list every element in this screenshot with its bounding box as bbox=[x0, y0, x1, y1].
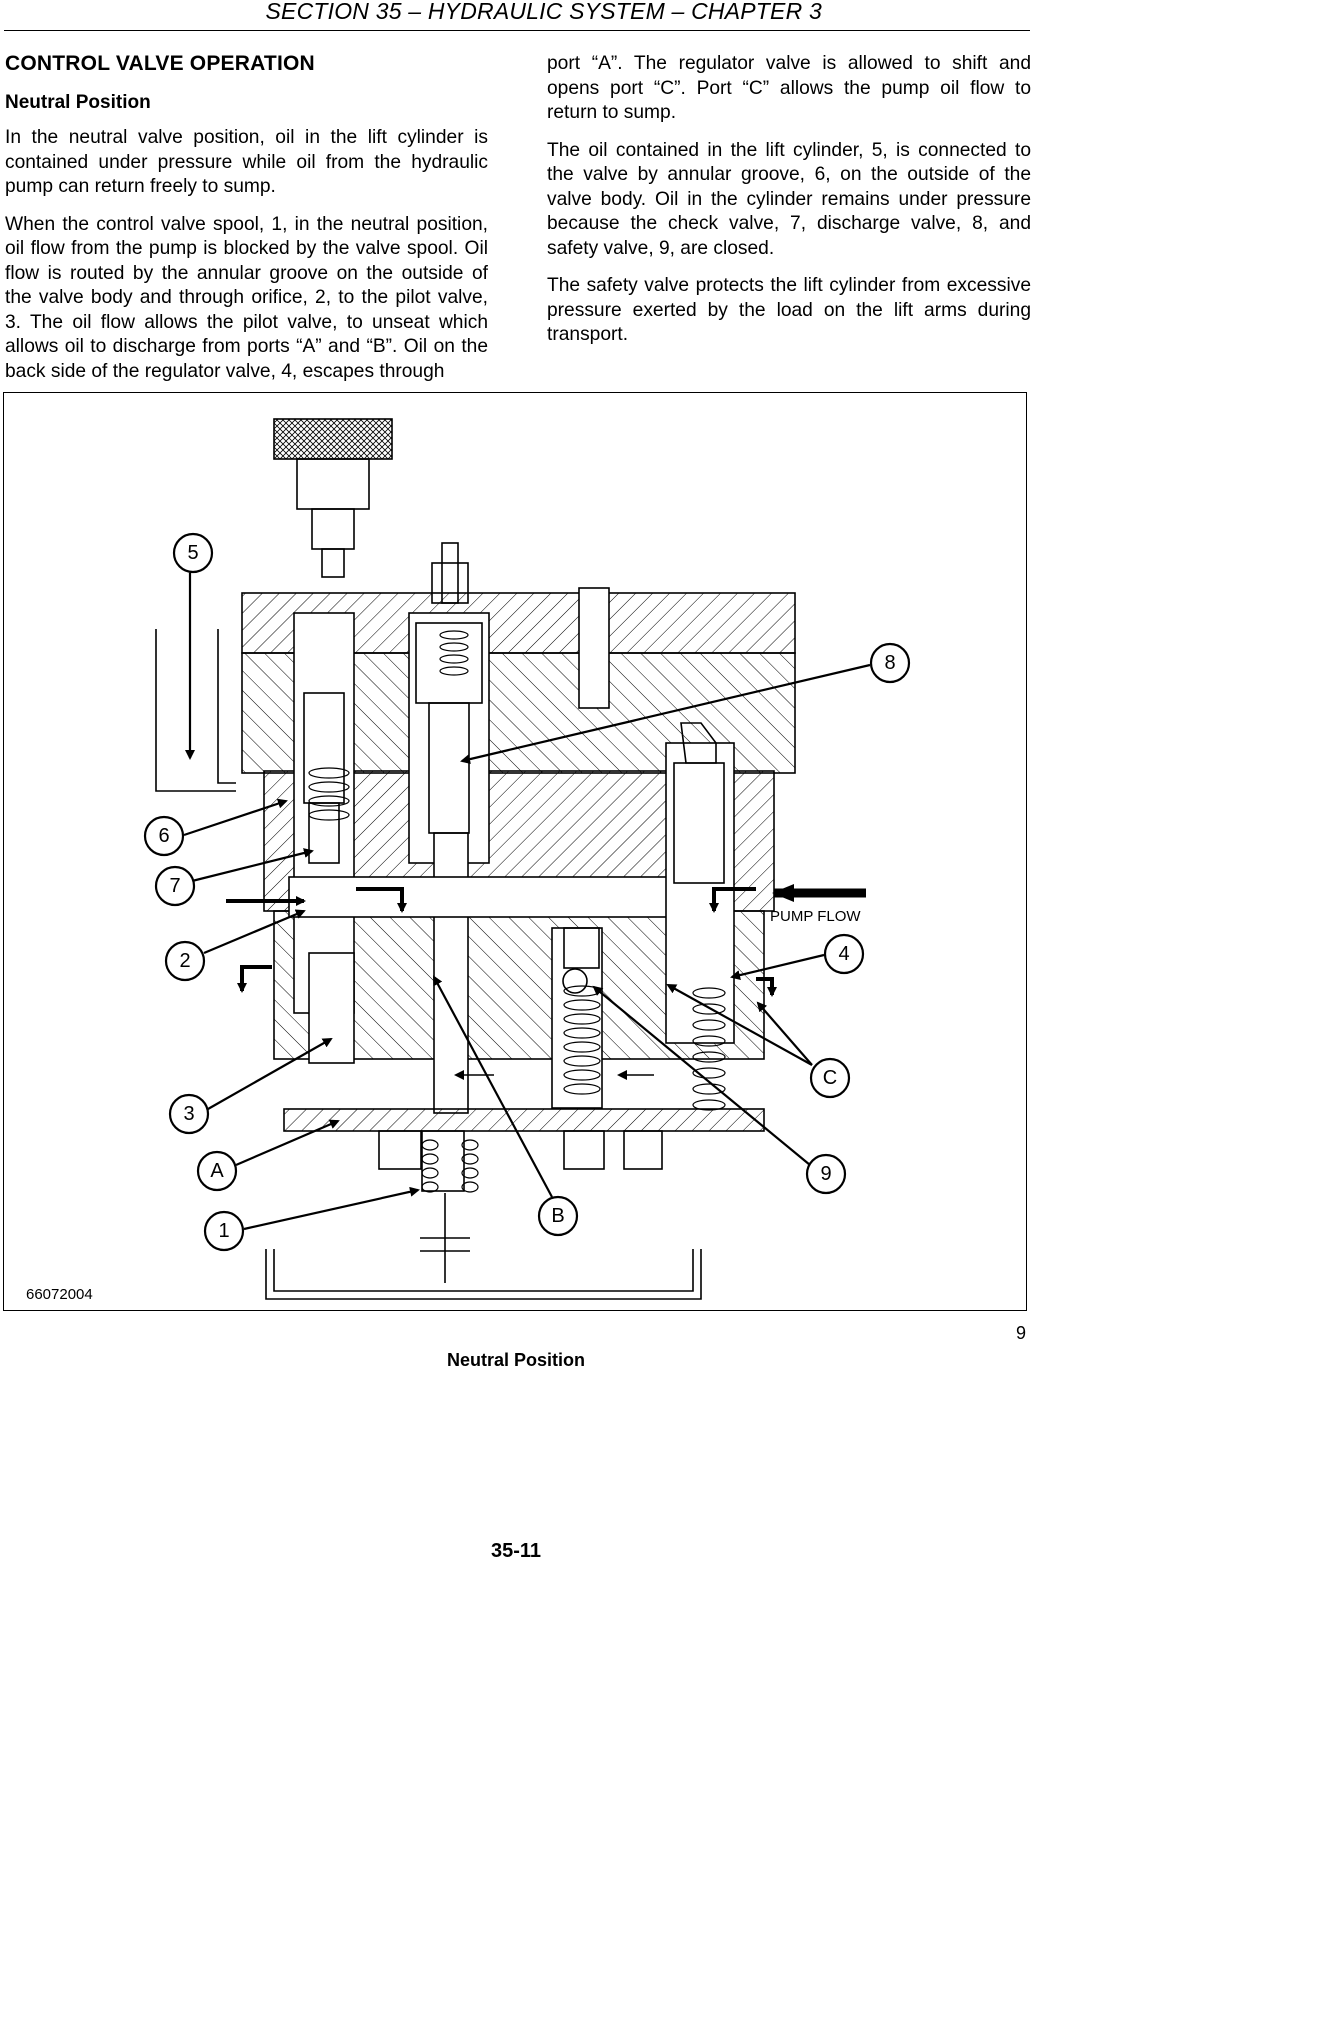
callout-circles bbox=[143, 532, 911, 1252]
callout-label: A bbox=[210, 1160, 224, 1182]
manual-page: SECTION 35 – HYDRAULIC SYSTEM – CHAPTER … bbox=[3, 0, 1031, 1562]
return-flow-arrows bbox=[226, 887, 777, 997]
callout-label: 9 bbox=[820, 1163, 831, 1185]
callout-label: 6 bbox=[158, 825, 169, 847]
callout-label: 2 bbox=[179, 950, 190, 972]
callout-4 bbox=[823, 933, 865, 975]
paragraph: In the neutral valve position, oil in th… bbox=[5, 127, 488, 197]
leader-lines bbox=[183, 573, 871, 1231]
callout-9 bbox=[805, 1153, 847, 1195]
callout-label: 3 bbox=[183, 1103, 194, 1125]
paragraph: When the control valve spool, 1, in the … bbox=[5, 213, 488, 382]
right-column: port “A”. The regulator valve is allowed… bbox=[547, 52, 1031, 361]
callout-7 bbox=[154, 865, 196, 907]
page-number: 35-11 bbox=[490, 1540, 542, 1562]
callout-2 bbox=[164, 940, 206, 982]
callout-label: C bbox=[823, 1067, 837, 1089]
valve-body-drawing bbox=[155, 418, 796, 1300]
figure-caption: Neutral Position bbox=[446, 1350, 585, 1370]
callout-label: 1 bbox=[218, 1220, 229, 1242]
callout-label: B bbox=[551, 1205, 564, 1227]
valve-figure: PUMP FLOW bbox=[3, 392, 1027, 1311]
valve-cross-section-diagram: PUMP FLOW bbox=[26, 418, 911, 1303]
callout-5 bbox=[172, 532, 214, 574]
callout-C bbox=[809, 1057, 851, 1099]
pump-flow-label: PUMP FLOW bbox=[770, 908, 861, 925]
callout-label: 8 bbox=[884, 652, 895, 674]
callout-label: 5 bbox=[187, 542, 198, 564]
callout-6 bbox=[143, 815, 185, 857]
paragraph: The oil contained in the lift cylinder, … bbox=[547, 139, 1031, 259]
subsection-heading: Neutral Position bbox=[5, 91, 151, 113]
callout-label: 7 bbox=[169, 875, 180, 897]
callout-A bbox=[196, 1150, 238, 1192]
figure-number: 9 bbox=[1015, 1323, 1026, 1343]
left-column: CONTROL VALVE OPERATION Neutral Position… bbox=[5, 50, 488, 397]
paragraph: The safety valve protects the lift cylin… bbox=[547, 275, 1031, 345]
callout-1 bbox=[203, 1210, 245, 1252]
spring-coils bbox=[308, 630, 726, 1111]
paragraph: port “A”. The regulator valve is allowed… bbox=[547, 53, 1031, 123]
callout-3 bbox=[168, 1093, 210, 1135]
figure-id: 66072004 bbox=[26, 1286, 93, 1303]
section-heading: CONTROL VALVE OPERATION bbox=[5, 52, 315, 75]
callout-B bbox=[537, 1195, 579, 1237]
header-title: SECTION 35 – HYDRAULIC SYSTEM – CHAPTER … bbox=[265, 0, 822, 24]
callout-label: 4 bbox=[838, 943, 849, 965]
page-header: SECTION 35 – HYDRAULIC SYSTEM – CHAPTER … bbox=[4, 0, 1030, 31]
callout-8 bbox=[869, 642, 911, 684]
